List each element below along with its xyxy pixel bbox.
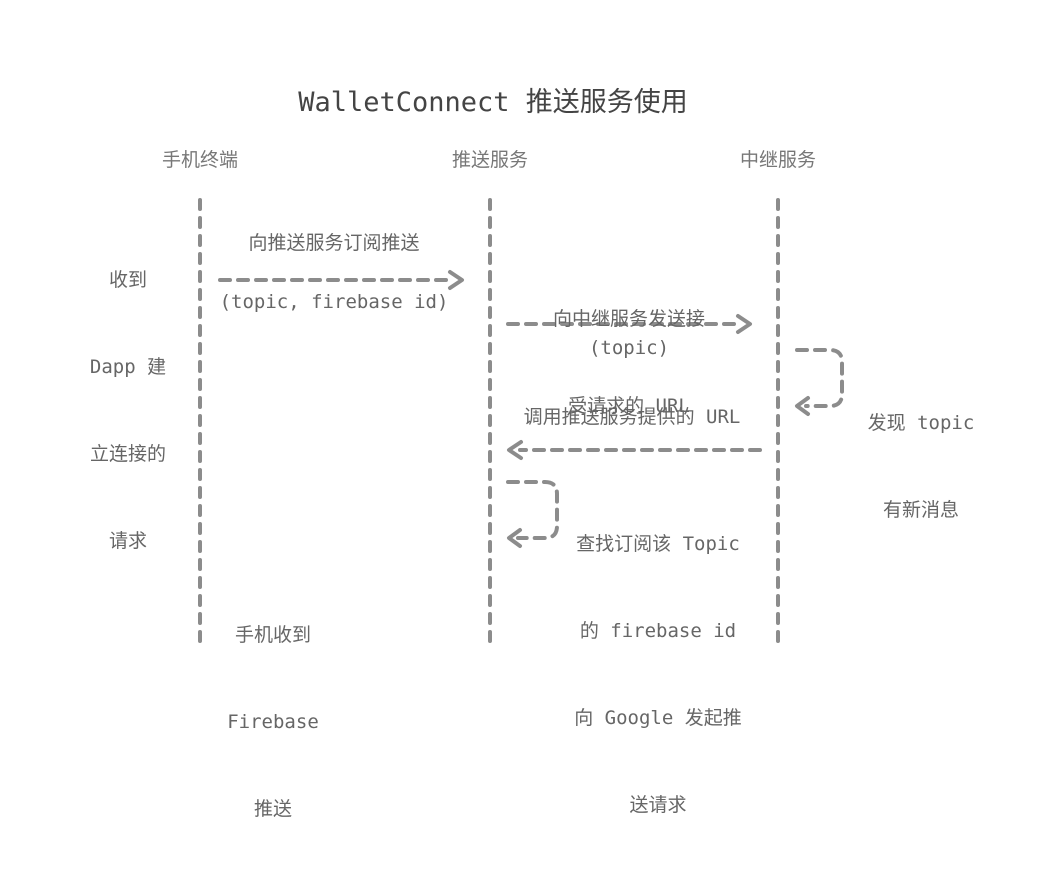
message-call-url-label: 调用推送服务提供的 URL <box>523 406 741 428</box>
push-self-loop-arrow <box>506 480 559 548</box>
note-line: 向中继服务发送接 <box>552 308 706 330</box>
message-subscribe-params: (topic, firebase id) <box>219 291 449 313</box>
note-push-lookup: 查找订阅该 Topic 的 firebase id 向 Google 发起推 送… <box>574 472 742 878</box>
lane-label-phone: 手机终端 <box>161 149 239 171</box>
note-line: Firebase <box>227 711 319 733</box>
note-line: 收到 <box>108 269 148 291</box>
message-subscribe-arrow <box>218 270 464 290</box>
note-line: 请求 <box>108 530 148 552</box>
diagram-title: WalletConnect 推送服务使用 <box>298 87 688 118</box>
message-subscribe-label: 向推送服务订阅推送 <box>248 232 420 254</box>
note-phone-receive-push: 手机收到 Firebase 推送 <box>227 563 319 882</box>
note-line: 发现 topic <box>867 412 975 434</box>
note-line: 推送 <box>253 798 293 820</box>
note-relay-found-topic: 发现 topic 有新消息 <box>868 351 975 583</box>
lane-label-relay: 中继服务 <box>739 149 817 171</box>
message-register-url-params: (topic) <box>588 337 670 359</box>
note-line: Dapp 建 <box>89 356 167 378</box>
note-line: 送请求 <box>629 794 687 816</box>
note-line: 的 firebase id <box>579 620 737 642</box>
note-line: 受请求的 URL <box>568 395 690 417</box>
note-line: 立连接的 <box>89 443 167 465</box>
relay-self-loop-arrow <box>795 348 844 416</box>
note-line: 向 Google 发起推 <box>574 707 742 729</box>
sequence-diagram: WalletConnect 推送服务使用 手机终端 推送服务 中继服务 收到 D… <box>90 87 975 820</box>
message-register-url-label: 向中继服务发送接 受请求的 URL <box>553 247 705 479</box>
note-line: 查找订阅该 Topic <box>576 533 740 555</box>
note-line: 手机收到 <box>234 624 312 646</box>
note-line: 有新消息 <box>882 499 960 521</box>
diagram-graphics <box>198 198 844 650</box>
note-phone-receive-request: 收到 Dapp 建 立连接的 请求 <box>90 208 166 614</box>
message-register-url-arrow <box>506 314 752 334</box>
lane-label-push: 推送服务 <box>451 149 529 171</box>
message-call-url-arrow <box>507 440 762 460</box>
